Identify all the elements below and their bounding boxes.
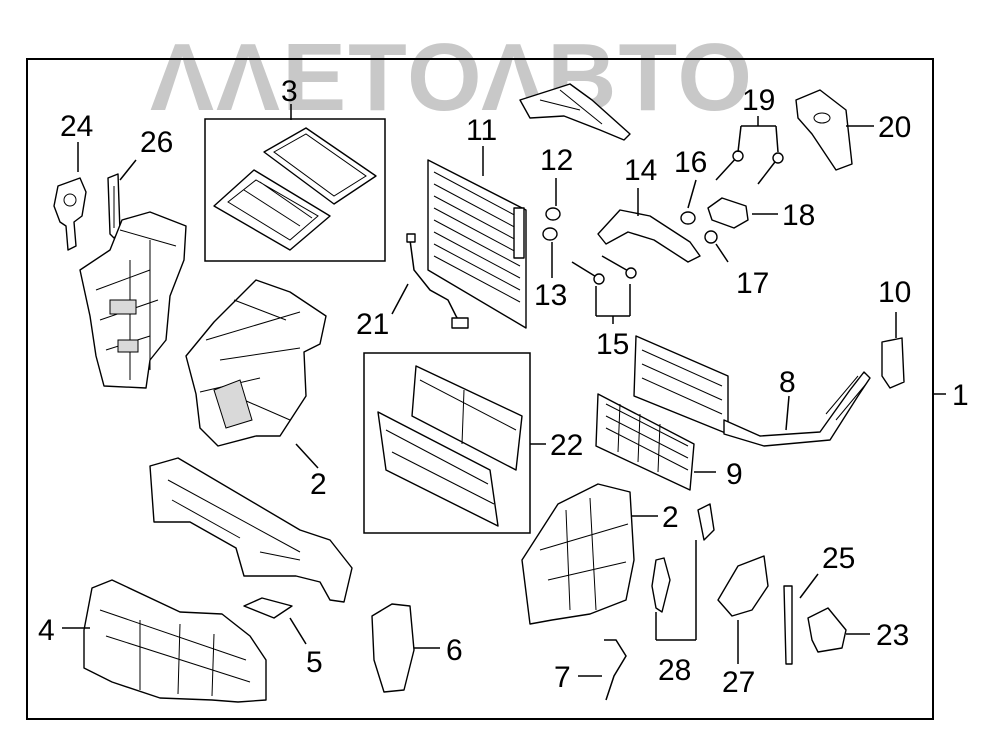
- callout-12: 12: [540, 144, 573, 177]
- part-22-doors: [377, 365, 523, 527]
- part-6-seal: [371, 603, 415, 693]
- callout-18: 18: [782, 199, 815, 232]
- callout-22: 22: [550, 429, 583, 462]
- callout-19: 19: [742, 84, 775, 117]
- part-4-lower-case: [83, 579, 267, 703]
- callout-13: 13: [534, 279, 567, 312]
- callout-2b: 2: [662, 501, 679, 534]
- part-5-pad: [243, 597, 293, 619]
- callout-3: 3: [281, 75, 298, 108]
- callout-7: 7: [554, 661, 571, 694]
- part-17-o-ring: [704, 230, 718, 244]
- callout-10: 10: [878, 276, 911, 309]
- part-26-sensor: [107, 173, 121, 239]
- part-16-o-ring: [680, 211, 696, 225]
- callout-8: 8: [779, 366, 796, 399]
- part-27-actuator: [717, 555, 769, 617]
- part-18-connector: [707, 197, 749, 229]
- callout-21: 21: [356, 308, 389, 341]
- part-lower-duct: [149, 457, 353, 603]
- part-21-harness: [406, 233, 469, 329]
- part-case-right: [521, 483, 635, 625]
- callout-26: 26: [140, 126, 173, 159]
- callout-20: 20: [878, 111, 911, 144]
- callout-11: 11: [466, 114, 497, 147]
- callout-15: 15: [596, 328, 629, 361]
- watermark-logo: ΛΛΕΤΟΛΒΤΟ: [150, 24, 754, 131]
- group-box-3: [204, 118, 386, 262]
- leader-lines: [62, 104, 946, 677]
- part-10-sensor: [881, 337, 905, 389]
- part-28-linkages: [651, 503, 715, 613]
- callout-28: 28: [658, 654, 691, 687]
- part-3-filter: [213, 127, 377, 251]
- part-upper-bracket: [519, 83, 631, 141]
- callout-6: 6: [446, 634, 463, 667]
- part-24-actuator: [53, 177, 87, 251]
- callout-1: 1: [952, 379, 969, 412]
- callout-14: 14: [624, 154, 657, 187]
- part-11-evaporator: [427, 159, 527, 329]
- callout-25: 25: [822, 542, 855, 575]
- part-14-pipe: [597, 209, 701, 263]
- callout-9: 9: [726, 458, 743, 491]
- group-box-22: [363, 352, 531, 534]
- part-12-o-ring: [545, 207, 561, 221]
- diagram-frame: [26, 58, 934, 720]
- part-25-sensor: [783, 585, 793, 665]
- part-case-left: [79, 211, 187, 389]
- callout-4: 4: [38, 614, 55, 647]
- callout-17: 17: [736, 267, 769, 300]
- part-23-bracket: [807, 607, 847, 653]
- part-13-o-ring: [542, 227, 558, 241]
- part-9-heater-core: [595, 393, 695, 491]
- part-19-screws: [715, 150, 784, 185]
- part-7-hose: [604, 639, 627, 701]
- part-blend-housing: [185, 279, 327, 447]
- callout-labels: 1 2 2 3 4 5 6 7 8 9 10 11 12 13 14 15 16…: [38, 75, 969, 699]
- callout-5: 5: [306, 646, 323, 679]
- part-8-heater-core: [633, 335, 871, 447]
- callout-24: 24: [60, 110, 93, 143]
- part-20-bracket: [795, 89, 853, 171]
- callout-2a: 2: [310, 468, 327, 501]
- callout-23: 23: [876, 619, 909, 652]
- part-15-bolts: [571, 255, 637, 285]
- callout-27: 27: [722, 666, 755, 699]
- callout-16: 16: [674, 146, 707, 179]
